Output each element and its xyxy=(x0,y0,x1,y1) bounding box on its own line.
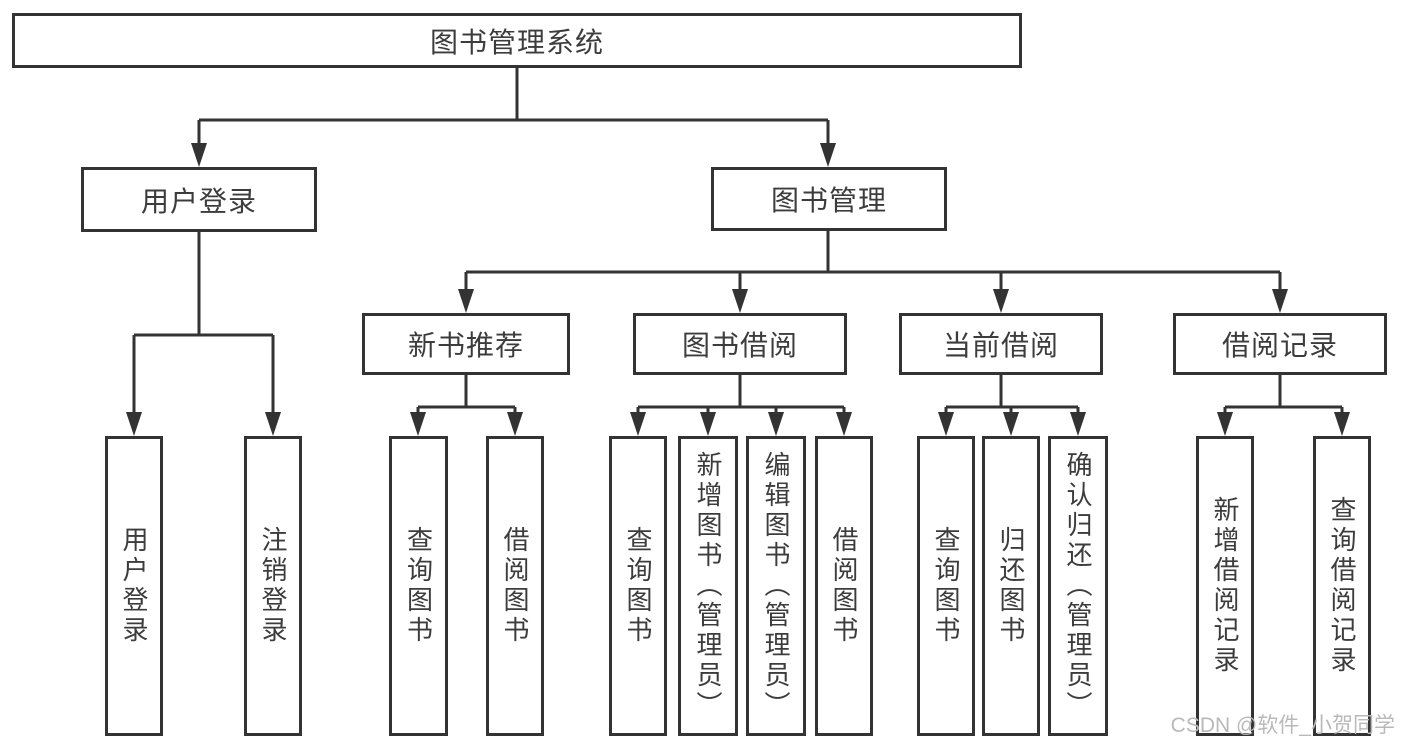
leaf-borrow-books-2-label: 借阅图书 xyxy=(829,526,859,646)
connector-userlogin-to-leaves xyxy=(132,232,275,415)
leaf-add-books-admin: 新增图书（管理员） xyxy=(678,436,738,736)
node-root-system: 图书管理系统 xyxy=(12,13,1022,68)
node-book-borrow: 图书借阅 xyxy=(633,313,847,375)
csdn-watermark: CSDN @软件_小贺同学 xyxy=(1170,714,1395,737)
node-current-borrow: 当前借阅 xyxy=(899,313,1103,375)
node-new-book-recommend: 新书推荐 xyxy=(362,313,570,375)
leaf-return-books-label: 归还图书 xyxy=(996,526,1026,646)
leaf-logout-label: 注销登录 xyxy=(258,526,288,646)
connector-currentborrow-to-leaves xyxy=(944,375,1080,415)
leaf-query-books-3: 查询图书 xyxy=(917,436,975,736)
leaf-return-books: 归还图书 xyxy=(982,436,1040,736)
leaf-borrow-books-2: 借阅图书 xyxy=(815,436,873,736)
leaf-edit-books-admin: 编辑图书（管理员） xyxy=(746,436,806,736)
leaf-add-borrow-record: 新增借阅记录 xyxy=(1196,436,1254,736)
connector-root-to-level1 xyxy=(197,68,830,147)
leaf-user-login-label: 用户登录 xyxy=(119,526,149,646)
leaf-query-books-3-label: 查询图书 xyxy=(931,526,961,646)
node-borrow-records-label: 借阅记录 xyxy=(1221,330,1338,361)
node-book-borrow-label: 图书借阅 xyxy=(681,330,798,361)
leaf-borrow-books-1-label: 借阅图书 xyxy=(500,526,530,646)
leaf-add-borrow-record-label: 新增借阅记录 xyxy=(1210,496,1240,676)
node-user-login: 用户登录 xyxy=(81,167,317,232)
leaf-query-books-1-label: 查询图书 xyxy=(403,526,434,646)
leaf-query-borrow-record-label: 查询借阅记录 xyxy=(1327,496,1357,676)
connector-borrowrecords-to-leaves xyxy=(1223,375,1344,415)
node-user-login-label: 用户登录 xyxy=(140,185,257,217)
leaf-query-books-2-label: 查询图书 xyxy=(623,526,653,646)
leaf-query-borrow-record: 查询借阅记录 xyxy=(1313,436,1371,736)
leaf-user-login: 用户登录 xyxy=(105,436,163,736)
node-book-management: 图书管理 xyxy=(711,167,947,231)
leaf-confirm-return-admin-label: 确认归还（管理员） xyxy=(1063,451,1093,721)
leaf-add-books-admin-label: 新增图书（管理员） xyxy=(693,451,723,721)
node-current-borrow-label: 当前借阅 xyxy=(942,330,1059,361)
leaf-confirm-return-admin: 确认归还（管理员） xyxy=(1048,436,1108,736)
leaf-logout: 注销登录 xyxy=(244,436,302,736)
node-borrow-records: 借阅记录 xyxy=(1173,313,1387,375)
leaf-borrow-books-1: 借阅图书 xyxy=(486,436,544,736)
node-root-system-label: 图书管理系统 xyxy=(429,26,604,58)
node-new-book-recommend-label: 新书推荐 xyxy=(407,330,524,361)
leaf-query-books-2: 查询图书 xyxy=(609,436,667,736)
leaf-query-books-1: 查询图书 xyxy=(389,436,448,736)
connector-newbookrec-to-leaves xyxy=(416,375,517,415)
connector-bookborrow-to-leaves xyxy=(636,375,846,415)
node-book-management-label: 图书管理 xyxy=(770,185,887,216)
leaf-edit-books-admin-label: 编辑图书（管理员） xyxy=(761,451,791,721)
arrowheads xyxy=(126,143,1350,436)
connector-bookmgmt-to-level2 xyxy=(464,231,1282,293)
